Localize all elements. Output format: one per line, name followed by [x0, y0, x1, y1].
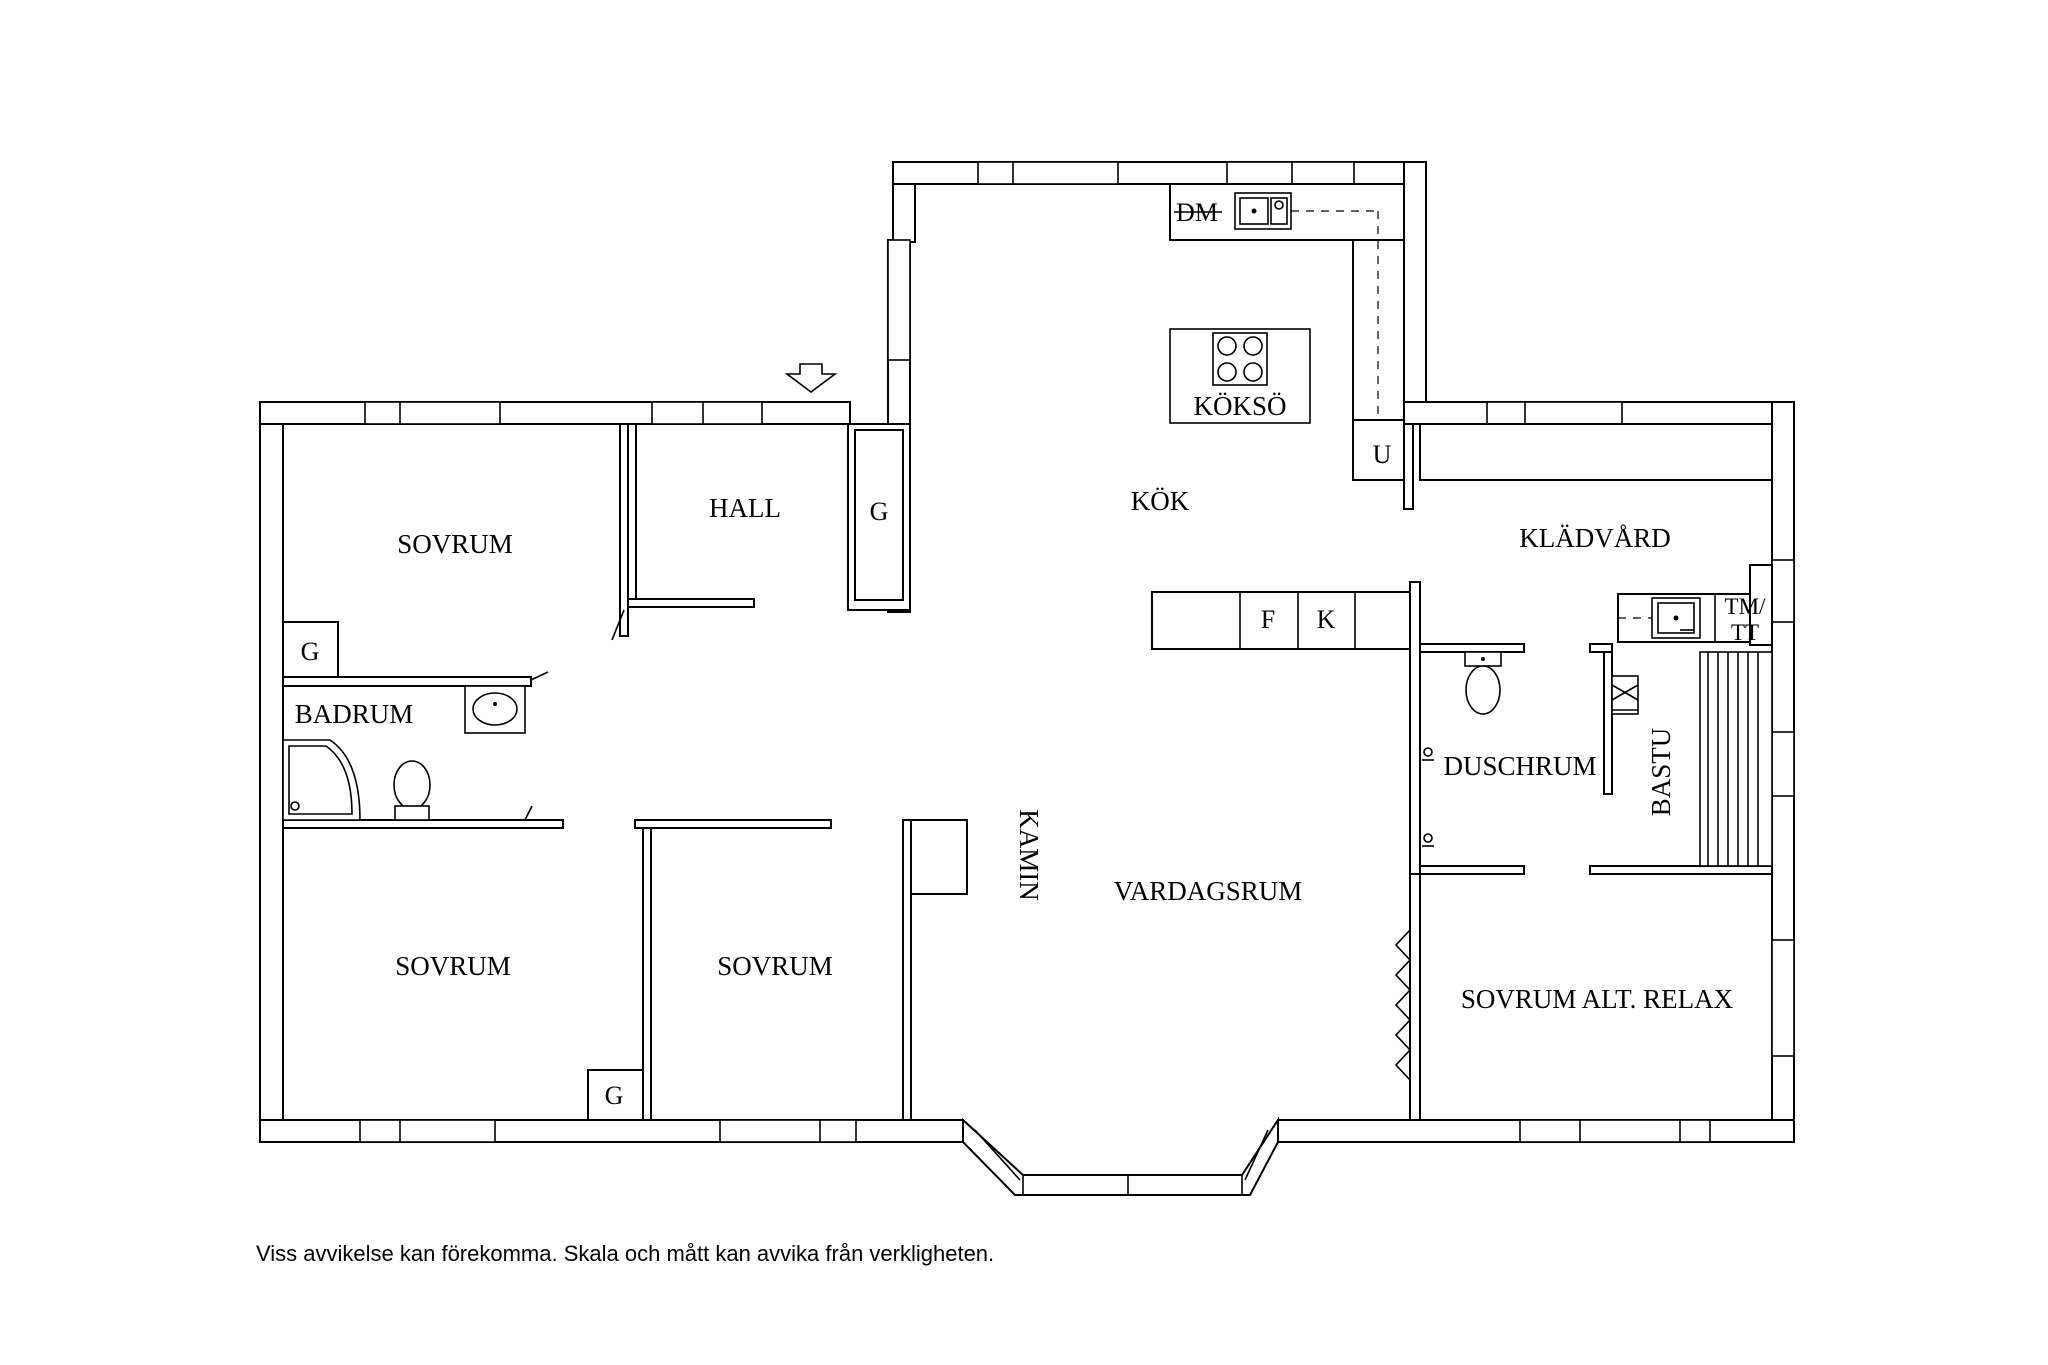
sink-icon: [1234, 192, 1379, 420]
room-kladvard: KLÄDVÅRD: [1519, 523, 1671, 553]
room-sovrum-bottom-mid: SOVRUM: [717, 951, 833, 981]
room-hall: HALL: [709, 493, 781, 523]
label-tt: TT: [1731, 620, 1759, 645]
shower-icon: [282, 739, 361, 821]
sink-icon: [472, 692, 518, 726]
label-g-sovrum-top: G: [301, 637, 320, 666]
sink-icon: [1618, 597, 1701, 639]
toilet-icon: [393, 760, 431, 821]
room-kamin: KAMIN: [1014, 809, 1044, 901]
toilet-icon: [1464, 651, 1502, 715]
room-koksö: KÖKSÖ: [1193, 391, 1286, 421]
room-sovrum-bottom-left: SOVRUM: [395, 951, 511, 981]
interior-walls: [282, 183, 1773, 1121]
label-u: U: [1373, 440, 1392, 469]
label-f: F: [1261, 605, 1275, 634]
room-sovrum-top-left: SOVRUM: [397, 529, 513, 559]
label-k: K: [1317, 605, 1336, 634]
room-duschrum: DUSCHRUM: [1443, 751, 1596, 781]
room-bastu: BASTU: [1646, 728, 1676, 817]
room-vardagsrum: VARDAGSRUM: [1114, 876, 1303, 906]
sauna-heater-icon: [1611, 675, 1639, 715]
arrow-down-icon: [784, 363, 838, 393]
room-kok: KÖK: [1131, 486, 1190, 516]
label-tm: TM/: [1725, 594, 1767, 619]
room-badrum: BADRUM: [295, 699, 414, 729]
label-g-hall: G: [870, 497, 889, 526]
stove-icon: [1169, 328, 1311, 424]
windows: [359, 161, 1795, 1143]
shower-icon: [1422, 747, 1434, 847]
disclaimer-text: Viss avvikelse kan förekomma. Skala och …: [256, 1241, 995, 1266]
label-g-sovrum-bottom: G: [605, 1081, 624, 1110]
room-sovrum-relax: SOVRUM ALT. RELAX: [1461, 984, 1734, 1014]
